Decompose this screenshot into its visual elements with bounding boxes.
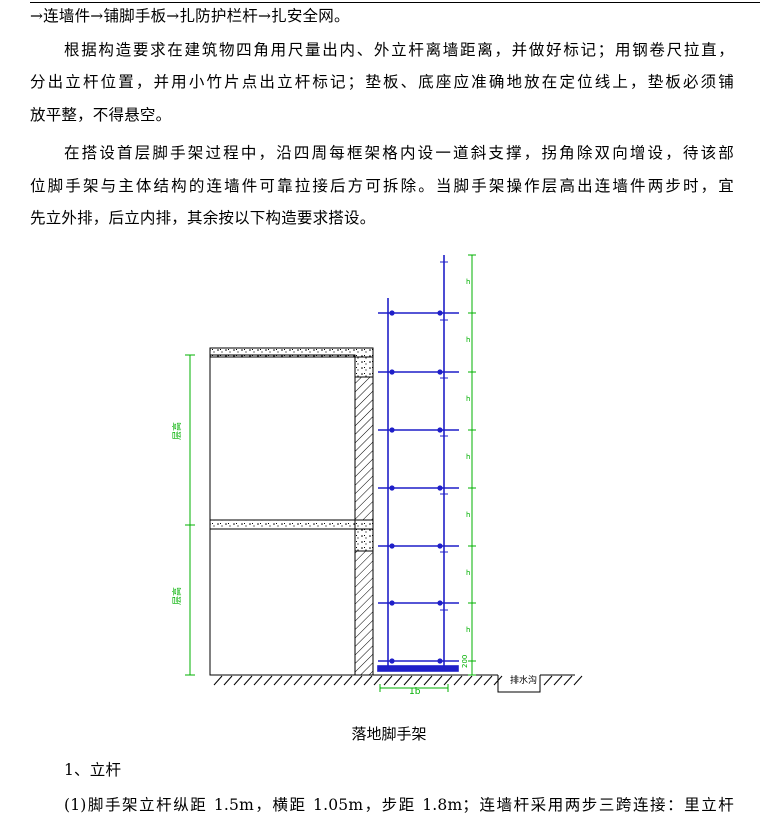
ground-hatch-line — [373, 675, 383, 686]
building-outline — [209, 354, 356, 676]
step-labels: h h h h h h h — [466, 278, 470, 634]
coupler — [389, 658, 395, 664]
wall-upper — [354, 376, 374, 521]
ground-hatch-line — [393, 675, 403, 686]
scaffold — [377, 255, 459, 672]
floor-beam — [354, 528, 374, 552]
base-plate — [377, 665, 459, 672]
step-label: h — [466, 453, 470, 461]
coupler — [389, 543, 395, 549]
step-label: h — [466, 569, 470, 577]
text-line-0: →连墙件→铺脚手板→扎防护栏杆→扎安全网。 — [30, 7, 350, 25]
ground-hatch-line — [473, 675, 483, 686]
coupler — [437, 485, 443, 491]
ground — [210, 674, 583, 693]
ground-hatch-line — [463, 675, 473, 686]
coupler — [389, 369, 395, 375]
ground-hatch-line — [413, 675, 423, 686]
ground-hatch-line — [353, 675, 363, 686]
ground-hatch-line — [453, 675, 463, 686]
ground-hatch-line — [323, 675, 333, 686]
ground-hatch-line — [213, 675, 223, 686]
step-label: h — [466, 511, 470, 519]
ground-hatch-line — [563, 675, 573, 686]
dimensions — [185, 254, 476, 692]
ground-hatch-line — [243, 675, 253, 686]
coupler — [437, 658, 443, 664]
roof-beam — [354, 356, 374, 378]
ground-hatch-line — [263, 675, 273, 686]
ground-hatch-line — [303, 675, 313, 686]
floor-height-label-lower: 层高 — [171, 587, 183, 605]
coupler — [389, 310, 395, 316]
step-label: h — [466, 395, 470, 403]
ground-hatch-line — [543, 675, 553, 686]
ground-hatch-line — [293, 675, 303, 686]
ground-hatch-line — [343, 675, 353, 686]
ground-hatch-line — [483, 675, 493, 686]
ground-hatch-line — [273, 675, 283, 686]
ground-hatch-line — [313, 675, 323, 686]
roof-slab — [209, 347, 374, 358]
ground-hatch-line — [383, 675, 393, 686]
top-border — [30, 2, 760, 3]
ground-hatch-line — [423, 675, 433, 686]
para2-line1: 在搭设首层脚手架过程中，沿四周每框架格内设一道斜支撑，拐角除双向增设，待该部 — [64, 144, 734, 162]
coupler — [389, 485, 395, 491]
ground-hatch-line — [493, 675, 503, 686]
para2-line2: 位脚手架与主体结构的连墙件可靠拉接后方可拆除。当脚手架操作层高出连墙件两步时，宜 — [30, 177, 734, 195]
ground-hatch-line — [223, 675, 233, 686]
coupler — [437, 543, 443, 549]
coupler — [437, 310, 443, 316]
para2-line3: 先立外排，后立内排，其余按以下构造要求搭设。 — [30, 209, 376, 227]
ground-hatch-line — [433, 675, 443, 686]
coupler — [437, 369, 443, 375]
item-1-text: (1)脚手架立杆纵距 1.5m，横距 1.05m，步距 1.8m；连墙杆采用两步… — [64, 796, 734, 814]
building — [209, 347, 374, 676]
para1-line2: 分出立杆位置，并用小竹片点出立杆标记；垫板、底座应准确地放在定位线上，垫板必须铺 — [30, 73, 734, 91]
bottom-dim-label: 200 — [461, 655, 469, 668]
ground-hatch-line — [573, 675, 583, 686]
wall-lower — [354, 550, 374, 676]
figure-caption: 落地脚手架 — [351, 725, 427, 743]
ground-hatch-line — [363, 675, 373, 686]
scaffold-diagram: 排水沟 层高 层高 200 1b h h h h h h h — [171, 254, 583, 697]
para1-line1: 根据构造要求在建筑物四角用尺量出内、外立杆离墙距离，并做好标记；用钢卷尺拉直， — [64, 41, 734, 59]
coupler — [437, 427, 443, 433]
drain-label: 排水沟 — [510, 674, 537, 686]
section-heading: 1、立杆 — [64, 761, 122, 779]
step-label: h — [466, 278, 470, 286]
ground-hatch-line — [333, 675, 343, 686]
ground-hatch-line — [253, 675, 263, 686]
step-label: h — [466, 336, 470, 344]
coupler — [389, 600, 395, 606]
ground-hatch-line — [233, 675, 243, 686]
ground-hatch-line — [283, 675, 293, 686]
ground-hatch-line — [403, 675, 413, 686]
para1-line3: 放平整，不得悬空。 — [30, 106, 172, 124]
width-dim-label: 1b — [409, 687, 421, 697]
ground-hatch-line — [553, 675, 563, 686]
drain-ditch — [497, 675, 541, 693]
floor-height-label-upper: 层高 — [171, 422, 183, 440]
ground-hatch-line — [443, 675, 453, 686]
floor-slab — [209, 519, 374, 530]
coupler — [437, 600, 443, 606]
coupler — [389, 427, 395, 433]
step-label: h — [466, 626, 470, 634]
